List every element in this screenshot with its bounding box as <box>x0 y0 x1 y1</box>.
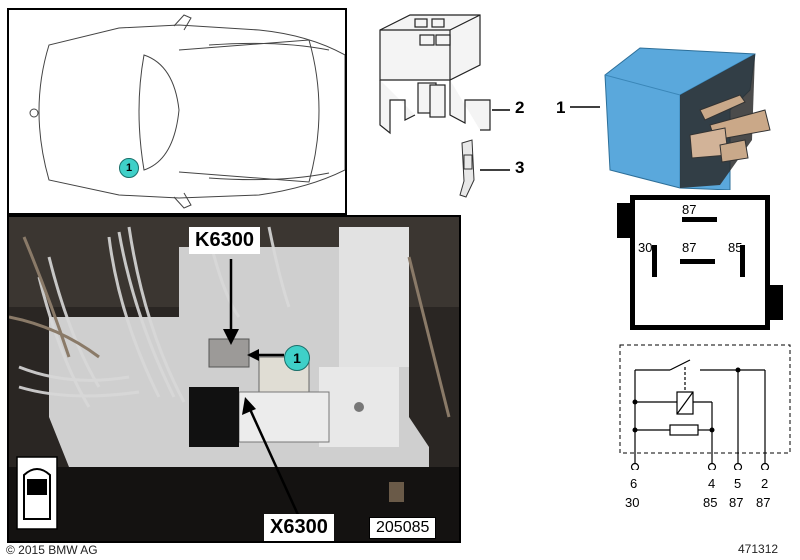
pin-label-left: 30 <box>638 240 653 255</box>
pin-number: 2 <box>761 476 769 491</box>
photo-number: 205085 <box>369 517 437 539</box>
connector-label-x6300: X6300 <box>264 514 334 541</box>
pin-terminal: 30 <box>625 495 640 510</box>
pin-terminal: 85 <box>703 495 718 510</box>
installation-photo-panel: K6300 1 X6300 205085 <box>7 215 461 543</box>
pin-number: 4 <box>708 476 716 491</box>
part-callout-2: 2 <box>515 98 525 117</box>
pin-box-tab-right <box>770 285 783 320</box>
relay-label-k6300: K6300 <box>189 227 260 254</box>
relay-holder-drawing <box>379 14 510 198</box>
pin-box-tab-left <box>617 203 630 238</box>
relay-schematic <box>619 344 791 470</box>
pin-terminal: 87 <box>756 495 771 510</box>
pin-number: 5 <box>734 476 742 491</box>
pin-layout-drawing <box>652 217 745 277</box>
pin-terminal: 87 <box>729 495 744 510</box>
car-outline <box>29 14 346 209</box>
car-callout-1: 1 <box>119 158 139 178</box>
car-location-panel: 1 <box>7 8 347 215</box>
pin-label-top: 87 <box>682 202 697 217</box>
pin-label-center: 87 <box>682 240 697 255</box>
installation-photo <box>9 217 459 541</box>
pin-label-right: 85 <box>728 240 743 255</box>
photo-callout-1: 1 <box>284 345 310 371</box>
pin-number: 6 <box>630 476 638 491</box>
pin-layout-box: 87 30 87 85 <box>630 195 770 330</box>
relay-drawing <box>570 47 771 190</box>
part-callout-1: 1 <box>556 98 566 117</box>
part-callout-3: 3 <box>515 158 525 177</box>
copyright-text: © 2015 BMW AG <box>6 543 98 557</box>
diagram-id: 471312 <box>738 542 779 556</box>
